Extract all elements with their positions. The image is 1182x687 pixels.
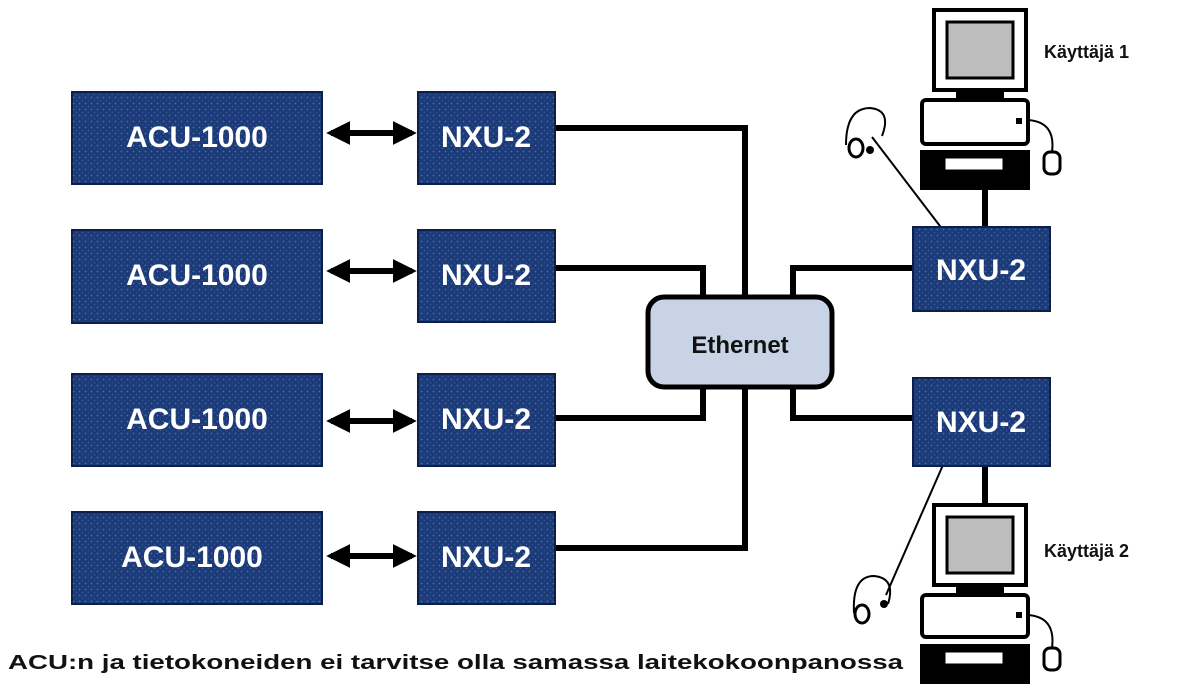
nxu-label: NXU-2 bbox=[441, 541, 531, 574]
acu-label: ACU-1000 bbox=[126, 121, 268, 154]
wire-row-1 bbox=[552, 125, 748, 301]
acu-label: ACU-1000 bbox=[121, 541, 263, 574]
nxu-label: NXU-2 bbox=[936, 254, 1026, 287]
nxu-left-1: NXU-2 bbox=[417, 91, 556, 185]
wire-eth-nxu-right-2 bbox=[790, 381, 916, 421]
headset-1-icon bbox=[845, 106, 886, 159]
user-1-label: Käyttäjä 1 bbox=[1044, 42, 1129, 62]
wire-row-2 bbox=[552, 265, 706, 301]
nxu-right-1: NXU-2 bbox=[912, 226, 1051, 312]
headset-cable-2 bbox=[885, 464, 944, 596]
link-arrows bbox=[326, 121, 417, 568]
nxu-label: NXU-2 bbox=[936, 406, 1026, 439]
wire-row-4 bbox=[552, 381, 748, 551]
nxu-right-2: NXU-2 bbox=[912, 377, 1051, 467]
user-2-label: Käyttäjä 2 bbox=[1044, 541, 1129, 561]
computer-2-icon bbox=[920, 503, 1062, 684]
acu-box-2: ACU-1000 bbox=[71, 229, 323, 324]
ethernet-label: Ethernet bbox=[691, 332, 788, 359]
acu-label: ACU-1000 bbox=[126, 403, 268, 436]
nxu-left-3: NXU-2 bbox=[417, 373, 556, 467]
wires bbox=[552, 125, 988, 596]
nxu-left-2: NXU-2 bbox=[417, 229, 556, 323]
acu-label: ACU-1000 bbox=[126, 259, 268, 292]
acu-box-3: ACU-1000 bbox=[71, 373, 323, 467]
nxu-left-4: NXU-2 bbox=[417, 511, 556, 605]
acu-box-1: ACU-1000 bbox=[71, 91, 323, 185]
computer-1-icon bbox=[920, 8, 1062, 190]
nxu-label: NXU-2 bbox=[441, 121, 531, 154]
nxu-label: NXU-2 bbox=[441, 403, 531, 436]
nxu-label: NXU-2 bbox=[441, 259, 531, 292]
wire-eth-nxu-right-1 bbox=[790, 265, 916, 301]
headset-2-icon bbox=[852, 574, 892, 625]
headset-cable-1 bbox=[871, 136, 944, 231]
wire-row-3 bbox=[552, 381, 706, 421]
diagram-caption: ACU:n ja tietokoneiden ei tarvitse olla … bbox=[8, 652, 904, 674]
ethernet-hub: Ethernet bbox=[645, 294, 835, 390]
acu-box-4: ACU-1000 bbox=[71, 511, 323, 605]
